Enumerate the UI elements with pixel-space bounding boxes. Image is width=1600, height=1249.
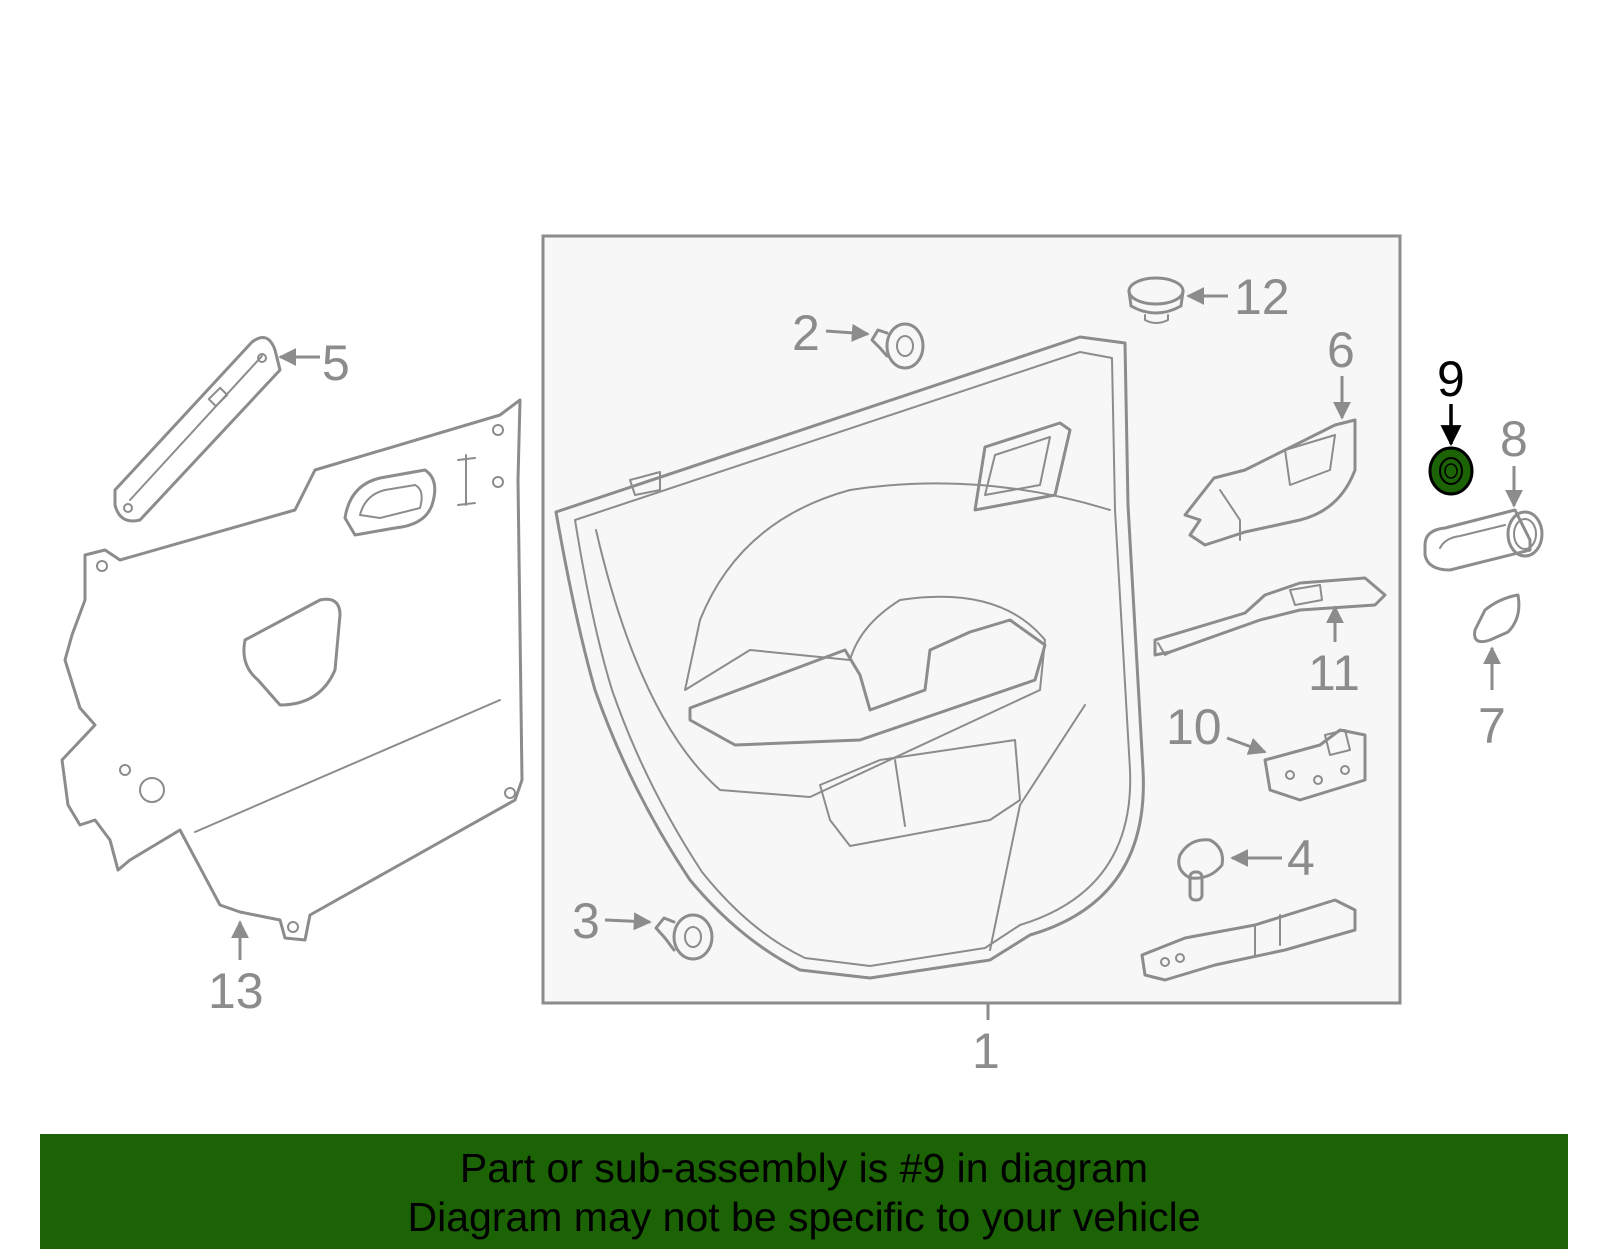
part-12-push-pin: [1127, 276, 1185, 324]
info-banner: Part or sub-assembly is #9 in diagram Di…: [40, 1134, 1568, 1249]
callout-5-label: 5: [322, 335, 350, 391]
callout-7-label: 7: [1478, 698, 1506, 754]
callout-2-label: 2: [792, 305, 820, 361]
part-6-inside-handle: [1183, 418, 1357, 547]
part-13-water-deflector: [60, 398, 524, 942]
part-8-pull-cup: [1423, 508, 1544, 572]
part-9-plug-highlighted: [1428, 446, 1474, 496]
assembly-box: [541, 234, 1402, 1005]
callout-11-label: 11: [1308, 645, 1360, 701]
part-7-cover: [1473, 593, 1521, 644]
part-11-switch-bezel: [1153, 576, 1387, 657]
callout-4-label: 4: [1287, 830, 1315, 886]
callout-3-label: 3: [572, 893, 600, 949]
callout-3-arrow: [604, 912, 652, 931]
part-4-retainer: [1177, 838, 1224, 902]
part-10-window-switch: [1263, 728, 1367, 802]
callout-12-label: 12: [1234, 269, 1290, 325]
callout-9-label: 9: [1437, 351, 1465, 407]
callout-1-label: 1: [972, 1023, 1000, 1079]
part-5-bracket-strip: [113, 336, 282, 523]
callout-13-label: 13: [208, 963, 264, 1019]
part-3-grommet: [654, 913, 714, 961]
callout-6-label: 6: [1327, 322, 1355, 378]
callout-10-label: 10: [1166, 699, 1222, 755]
banner-line-2: Diagram may not be specific to your vehi…: [407, 1194, 1201, 1240]
callout-10-arrow: [1226, 736, 1267, 755]
door-trim-panel: [554, 335, 1145, 980]
callout-8-label: 8: [1500, 411, 1528, 467]
reinforcement-bracket: [1140, 898, 1357, 982]
banner-line-1: Part or sub-assembly is #9 in diagram: [459, 1145, 1149, 1191]
callout-2-arrow: [825, 323, 870, 342]
part-2-grommet: [870, 322, 925, 370]
